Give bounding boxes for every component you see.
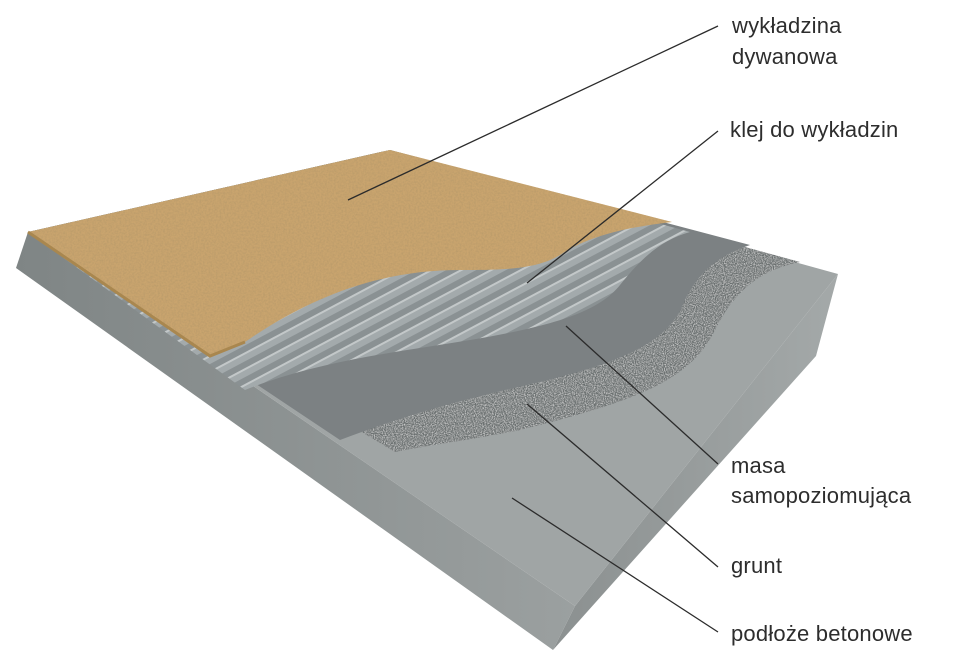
- carpet-layer: [28, 150, 672, 356]
- leader-lines: [347, 25, 719, 633]
- label-concrete: podłoże betonowe: [731, 621, 913, 646]
- leader-line-primer: [526, 403, 719, 568]
- label-primer: grunt: [731, 553, 783, 578]
- leader-line-adhesive: [526, 130, 719, 284]
- label-carpet-line1: wykładzina: [732, 13, 842, 38]
- leader-line-leveling: [565, 325, 719, 465]
- concrete-right-side: [553, 274, 838, 650]
- label-carpet: wykładzina dywanowa: [732, 12, 842, 70]
- label-carpet-line2: dywanowa: [732, 44, 838, 69]
- label-adhesive: klej do wykładzin: [730, 117, 899, 142]
- leader-line-carpet: [347, 25, 719, 201]
- label-leveling: masa samopoziomująca: [731, 452, 911, 509]
- leader-line-concrete: [511, 497, 719, 633]
- concrete-left-side: [16, 232, 575, 650]
- carpet-edge: [27, 230, 246, 358]
- label-leveling-line2: samopoziomująca: [731, 483, 912, 508]
- label-leveling-line1: masa: [731, 453, 786, 478]
